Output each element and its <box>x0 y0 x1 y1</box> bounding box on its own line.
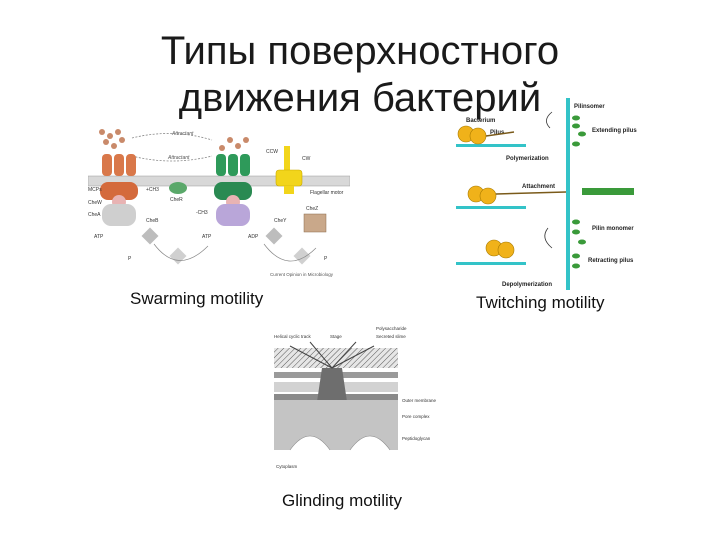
label-attachment: Attachment <box>522 184 555 190</box>
receptor-complex-left <box>100 154 138 226</box>
attractant-arrow-mid <box>131 155 213 162</box>
label-chez: CheZ <box>306 206 318 212</box>
cycle-arrow-left <box>153 243 209 261</box>
label-extending-pilus: Extending pilus <box>592 128 637 134</box>
label-cytoplasm: Cytoplasm <box>276 464 298 469</box>
label-ch3-minus: -CH3 <box>196 210 208 216</box>
label-adp: ADP <box>248 234 259 240</box>
slide-title: Типы поверхностного движения бактерий <box>160 29 560 120</box>
label-atp-right: ATP <box>202 234 212 240</box>
label-pilinsomer: Pilinsomer <box>574 104 605 110</box>
surface-3 <box>456 262 526 265</box>
surface-2 <box>456 206 526 209</box>
label-pilus: Pilus <box>490 130 505 136</box>
label-cher: CheR <box>170 197 183 203</box>
label-cheb: CheB <box>146 218 159 224</box>
label-pi-right: P <box>324 256 328 262</box>
cycle-arrow-right <box>263 243 317 262</box>
label-ch3-plus: +CH3 <box>146 187 159 193</box>
cher-protein <box>169 182 187 194</box>
label-secreted-slime: Secreted slime <box>376 334 406 339</box>
cytoplasm-arc-left <box>289 435 331 451</box>
label-polymerization: Polymerization <box>506 156 549 162</box>
label-bacterium: Bacterium <box>466 118 495 124</box>
caption-swarming: Swarming motility <box>130 289 264 308</box>
rotation-arrow-2 <box>544 227 553 249</box>
label-pilin-monomer: Pilin monomer <box>592 226 634 232</box>
label-chew: CheW <box>88 200 102 206</box>
label-mcps: MCPs <box>88 187 102 193</box>
bacterium-stage-2 <box>467 185 567 205</box>
bacterium-stage-3 <box>485 239 515 259</box>
slime-rays <box>289 341 375 369</box>
receptor-complex-right <box>214 154 252 226</box>
label-pore-complex: Pore complex <box>402 414 430 419</box>
label-journal: Current Opinion in Microbiology <box>270 272 334 277</box>
surface-1 <box>456 144 526 147</box>
caption-gliding: Glinding motility <box>282 491 402 510</box>
flagellar-motor <box>275 146 303 194</box>
label-chey: CheY <box>274 218 287 224</box>
swarming-motility-figure: Attractant Attractant MCPs CheW CheA ATP… <box>88 126 350 278</box>
label-peptidoglycan: Peptidoglycan <box>402 436 431 441</box>
pilin-cluster-bottom <box>572 253 580 269</box>
attractant-molecules <box>99 129 249 151</box>
label-depolymerization: Depolymerization <box>502 282 552 288</box>
attractant-label-mid: Attractant <box>167 155 190 161</box>
label-stage: Stage <box>330 334 342 339</box>
chez-protein <box>303 213 327 233</box>
label-atp-left: ATP <box>94 234 104 240</box>
caption-twitching: Twitching motility <box>476 293 605 312</box>
bacterium-stage-1 <box>457 125 515 145</box>
attractant-arrow-top <box>131 133 213 141</box>
label-flagellar-motor: Flagellar motor <box>310 190 344 196</box>
label-chea: CheA <box>88 212 101 218</box>
helical-track-layer <box>274 348 398 368</box>
rotation-arrow-1 <box>546 111 553 129</box>
label-polysaccharide: Polysaccharide <box>376 326 407 331</box>
attached-pilus-fiber <box>582 188 634 195</box>
label-cw-top: CW <box>302 156 311 162</box>
gliding-motility-figure: Helical cyclic track Stage Polysaccharid… <box>274 326 437 469</box>
pilin-cluster-top <box>572 115 586 147</box>
cytoplasm-arc-right <box>349 435 391 451</box>
vertical-surface <box>566 98 570 290</box>
label-ccw: CCW <box>266 149 278 155</box>
pilin-cluster-mid <box>572 219 586 245</box>
twitching-motility-figure: Pilinsomer Bacterium Pilus Extending pil… <box>456 98 637 290</box>
label-helical-track: Helical cyclic track <box>274 334 312 339</box>
label-outer-membrane: Outer membrane <box>402 398 437 403</box>
label-pi-left: P <box>128 256 132 262</box>
label-retracting-pilus: Retracting pilus <box>588 258 634 264</box>
